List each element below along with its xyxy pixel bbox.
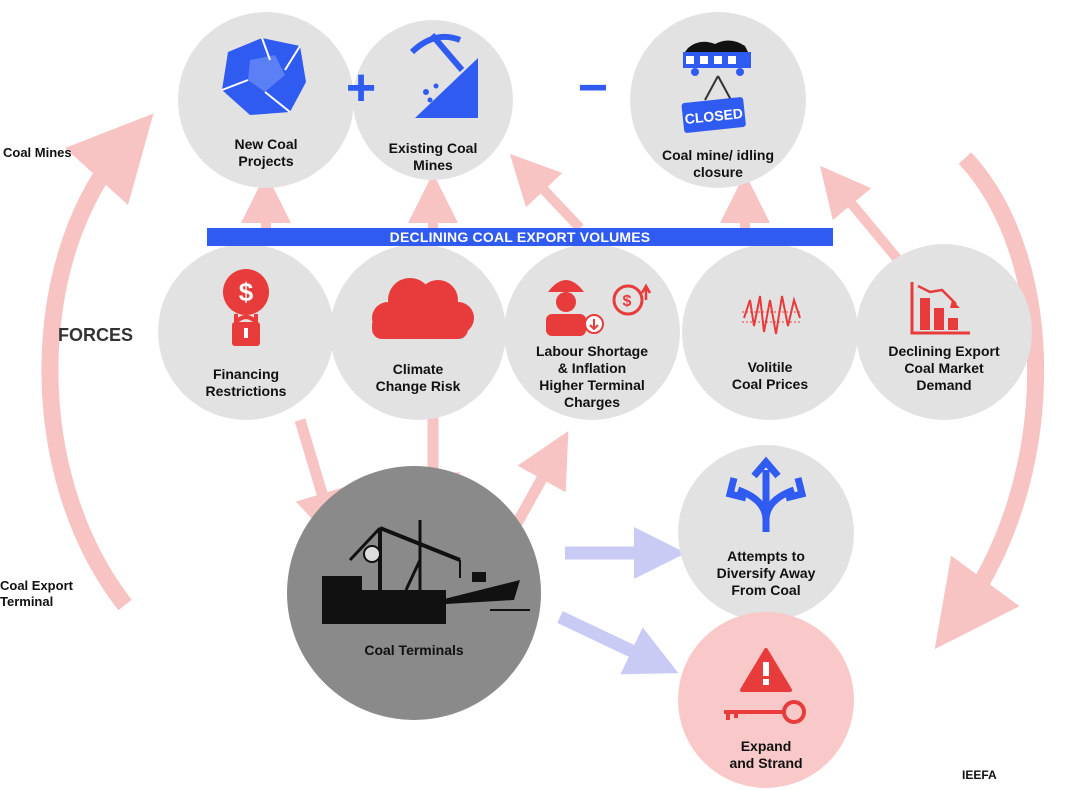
strand-label: Expand and Strand	[729, 738, 803, 771]
prices-label: Volitile Coal Prices	[731, 359, 809, 392]
right-cycle-arrow	[934, 152, 1045, 650]
coal-export-terminal-label: Coal Export Terminal	[0, 578, 73, 609]
svg-text:$: $	[239, 277, 254, 307]
svg-text:$: $	[623, 293, 632, 310]
coal-lump-icon	[221, 37, 306, 115]
declining-bar-chart-icon	[910, 282, 970, 335]
warning-key-icon	[724, 648, 806, 724]
labour-label: Labour Shortage & Inflation Higher Termi…	[535, 343, 648, 410]
left-cycle-arrow	[41, 113, 154, 611]
plus-operator: +	[345, 59, 377, 117]
terminal-label: Coal Terminals	[364, 642, 464, 658]
pickaxe-icon	[409, 33, 478, 118]
minus-operator: −	[577, 59, 609, 117]
forces-label: FORCES	[58, 325, 134, 345]
diverging-arrows-icon	[725, 456, 807, 532]
arrow-labour-to-existing	[509, 153, 584, 232]
demand-label: Declining Export Coal Market Demand	[888, 343, 1000, 393]
circle-prices	[682, 244, 858, 420]
existing-mines-label: Existing Coal Mines	[388, 140, 478, 173]
arrow-terminal-to-strand	[557, 611, 679, 675]
climate-label: Climate Change Risk	[375, 361, 461, 394]
declining-volumes-banner: DECLINING COAL EXPORT VOLUMES	[207, 228, 833, 246]
price-zigzag-icon	[742, 295, 801, 335]
dollar-padlock-icon: $	[223, 269, 269, 346]
circle-strand	[678, 612, 854, 788]
closed-mine-cart-icon: CLOSED	[681, 40, 751, 133]
arrow-demand-to-closure	[820, 165, 904, 266]
worker-dollar-up-icon: $	[546, 280, 652, 336]
circle-diversify	[678, 445, 854, 621]
new-projects-label: New Coal Projects	[234, 136, 298, 169]
cloud-icon	[372, 278, 474, 339]
port-ship-loader-icon	[322, 520, 530, 624]
closed-sign-text: CLOSED	[684, 105, 744, 127]
source-label: IEEFA	[962, 768, 997, 782]
closure-label: Coal mine/ idling closure	[661, 147, 774, 180]
financing-label: Financing Restrictions	[205, 366, 287, 399]
coal-mines-label: Coal Mines	[3, 145, 72, 160]
diversify-label: Attempts to Diversify Away From Coal	[716, 548, 816, 598]
circle-existing-mines	[353, 20, 513, 180]
